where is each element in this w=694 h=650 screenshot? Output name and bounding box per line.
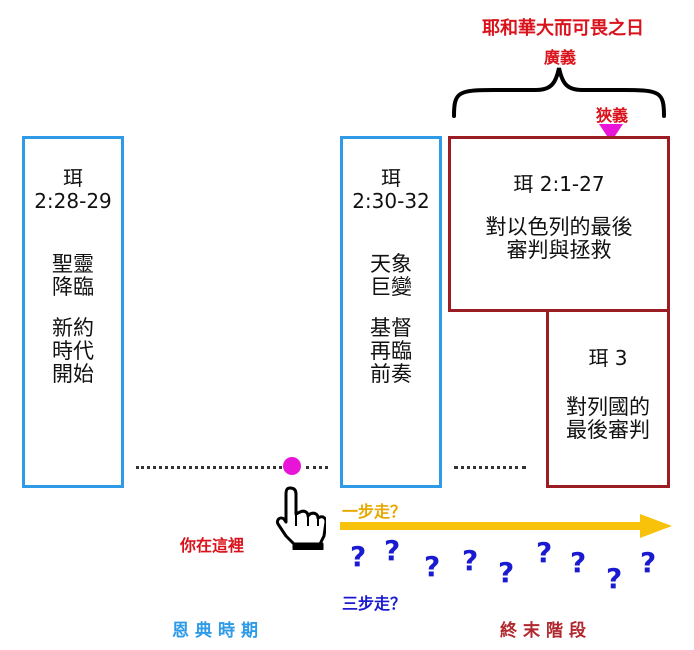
- text-line: 再臨: [370, 339, 412, 363]
- broad-sense-label: 廣義: [543, 48, 576, 67]
- question-mark-icon: ?: [384, 534, 401, 567]
- text-line: 新約: [52, 316, 94, 340]
- ref-label: 珥: [63, 166, 83, 190]
- one-step-arrow-icon: [340, 514, 672, 538]
- text-line: 時代: [52, 339, 94, 363]
- narrow-sense-label: 狹義: [595, 106, 628, 125]
- narrow-sense-marker-icon: [599, 124, 623, 142]
- end-stage-label: 終末階段: [500, 621, 592, 641]
- brace-icon: [452, 67, 666, 118]
- timeline-dots: [454, 466, 526, 469]
- question-mark-icon: ?: [350, 540, 367, 573]
- text-line: 前奏: [370, 362, 412, 386]
- ref-verses: 2:30-32: [352, 189, 430, 213]
- day-of-lord-title: 耶和華大而可畏之日: [482, 18, 644, 39]
- one-step-label: 一步走？: [342, 502, 407, 521]
- pointing-hand-icon: [276, 486, 326, 550]
- text-line: 最後審判: [566, 418, 650, 442]
- ref-label: 珥 3: [588, 346, 628, 370]
- current-position-dot: [283, 457, 301, 475]
- question-mark-icon: ?: [498, 556, 515, 589]
- text-line: 聖靈: [52, 252, 94, 276]
- question-mark-icon: ?: [462, 544, 479, 577]
- grace-period-label: 恩典時期: [172, 621, 264, 641]
- text-line: 對以色列的最後: [485, 215, 633, 239]
- text-line: 巨變: [370, 275, 412, 299]
- three-step-label: 三步走？: [342, 594, 407, 613]
- question-mark-icon: ?: [424, 550, 441, 583]
- box-grace-spirit: 珥 2:28-29 聖靈 降臨 新約 時代 開始: [22, 136, 124, 488]
- text-line: 審判與拯救: [506, 238, 612, 262]
- question-mark-icon: ?: [536, 536, 553, 569]
- text-line: 基督: [370, 316, 412, 340]
- box-nations-judgment: 珥 3 對列國的 最後審判: [546, 300, 670, 488]
- question-mark-icon: ?: [640, 546, 657, 579]
- question-mark-icon: ?: [570, 546, 587, 579]
- box-israel-judgment: 珥 2:1-27 對以色列的最後 審判與拯救: [448, 136, 670, 312]
- ref-label: 珥 2:1-27: [513, 172, 605, 196]
- text-line: 降臨: [52, 275, 94, 299]
- text-line: 天象: [370, 252, 412, 276]
- you-are-here-label: 你在這裡: [180, 536, 245, 555]
- ref-label: 珥: [381, 166, 401, 190]
- box-cosmic-signs: 珥 2:30-32 天象 巨變 基督 再臨 前奏: [340, 136, 442, 488]
- text-line: 對列國的: [566, 395, 650, 419]
- text-line: 開始: [52, 362, 94, 386]
- ref-verses: 2:28-29: [34, 189, 112, 213]
- timeline-dots: [306, 466, 328, 469]
- timeline-dots: [136, 466, 282, 469]
- question-mark-icon: ?: [606, 562, 623, 595]
